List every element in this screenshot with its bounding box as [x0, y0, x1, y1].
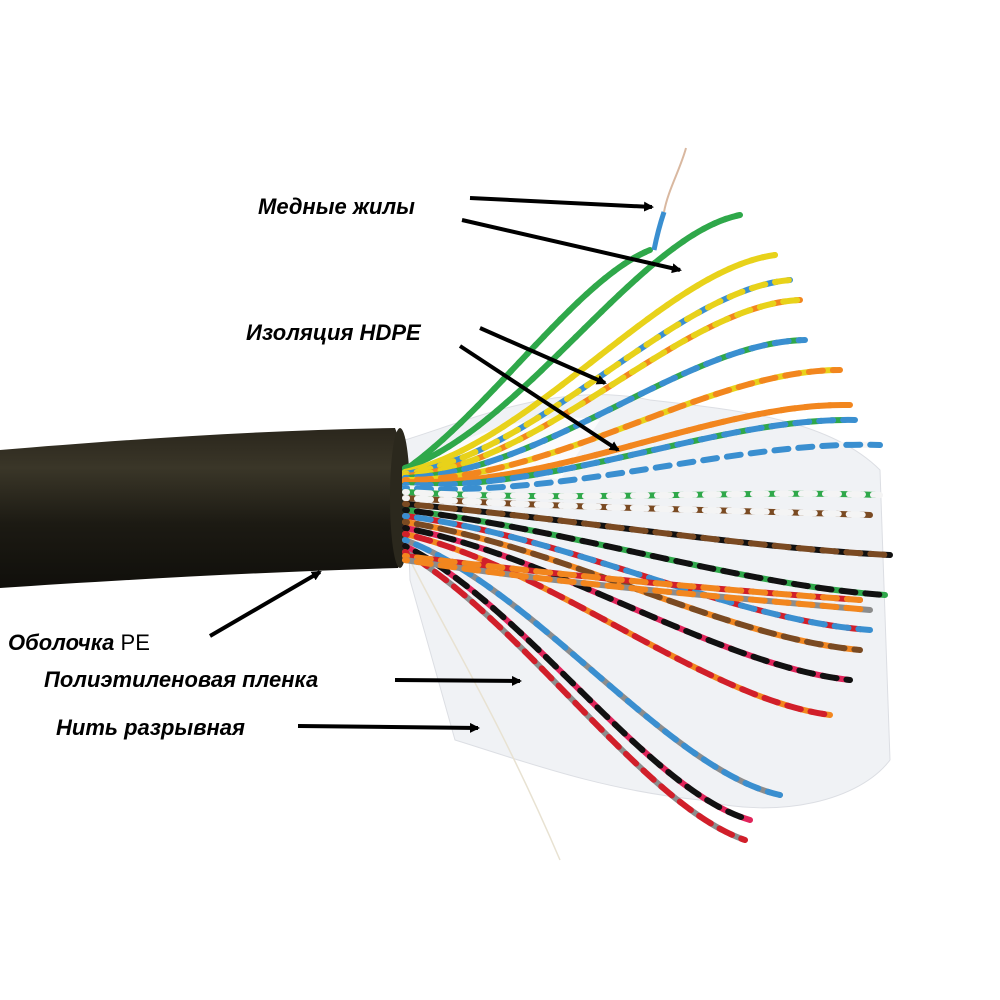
- copper-conductor: [651, 211, 667, 251]
- twisted-wire: [402, 297, 803, 479]
- twisted-wire: [402, 247, 653, 473]
- twisted-wire: [402, 549, 748, 843]
- rip-thread: [409, 559, 561, 861]
- arrow-icon: [469, 196, 654, 212]
- twisted-wire: [402, 519, 863, 653]
- cable-sheath: [0, 428, 406, 588]
- twisted-wire: [402, 557, 873, 613]
- arrow-icon: [208, 570, 322, 638]
- arrow-icon: [394, 675, 522, 686]
- arrow-icon: [479, 326, 607, 385]
- twisted-wire: [402, 277, 793, 477]
- twisted-wire: [402, 489, 883, 500]
- twisted-wire: [402, 367, 843, 483]
- twisted-wire: [402, 553, 863, 603]
- twisted-wire: [402, 513, 873, 633]
- label-copper-conductors: Медные жилы: [258, 194, 415, 219]
- twisted-wire: [402, 531, 833, 718]
- label-polyethylene-film: Полиэтиленовая пленка: [44, 667, 319, 692]
- copper-conductor: [663, 147, 687, 213]
- label-rip-thread: Нить разрывная: [56, 715, 245, 740]
- twisted-wire: [402, 501, 893, 558]
- twisted-wire: [402, 212, 743, 471]
- twisted-wire: [402, 543, 753, 823]
- twisted-wire: [402, 416, 858, 489]
- twisted-wire: [402, 401, 853, 486]
- twisted-wire: [402, 507, 888, 598]
- twisted-wire: [402, 252, 778, 475]
- twisted-wire: [402, 489, 883, 500]
- twisted-wire: [402, 441, 883, 493]
- twisted-wire: [402, 337, 808, 481]
- label-sheath: Оболочка PE: [8, 632, 150, 654]
- wire-bundle: [402, 212, 893, 843]
- twisted-wire: [402, 495, 873, 518]
- twisted-wire: [402, 212, 743, 471]
- twisted-wire: [402, 525, 853, 683]
- label-insulation: Изоляция HDPE: [246, 320, 421, 345]
- label-sheath-prefix: Оболочка: [8, 630, 115, 655]
- label-sheath-material: PE: [120, 630, 150, 655]
- arrow-icon: [458, 344, 620, 452]
- arrow-icon: [461, 218, 682, 274]
- arrow-icon: [297, 722, 480, 733]
- twisted-wire: [402, 525, 853, 683]
